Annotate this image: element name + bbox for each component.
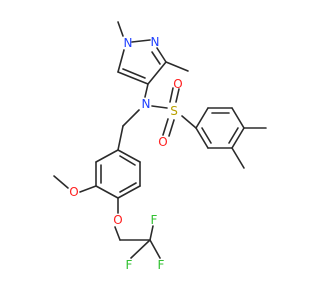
molecule-diagram: N N N S O O O O F F F xyxy=(53,21,267,272)
atom-s: S xyxy=(170,104,178,118)
bond-n1-methyl xyxy=(117,21,124,37)
atom-o-sulfonyl-bottom: O xyxy=(158,135,167,149)
atom-o-ether: O xyxy=(113,213,122,227)
atom-labels: N N N S O O O O F F F xyxy=(69,35,182,272)
bond-namine-ch2 xyxy=(122,109,140,127)
bond-namine-s xyxy=(151,105,168,109)
bond-ar2-3 xyxy=(95,185,119,199)
bond-ar2-4 xyxy=(117,185,141,199)
bond-ar1-d2 xyxy=(228,127,239,144)
bond-s-o-top-b xyxy=(175,88,180,103)
bond-cf3-f-right xyxy=(149,239,161,259)
bond-c4-c5 xyxy=(117,71,149,85)
atom-o-methoxy: O xyxy=(69,185,78,199)
bond-c5-n1 xyxy=(117,49,125,73)
bond-ar2-d3 xyxy=(119,155,136,166)
bond-ar2-d2 xyxy=(119,182,137,193)
atom-f-bottom-left: F xyxy=(126,258,133,272)
atom-f-bottom-right: F xyxy=(158,258,165,272)
bond-n2-c3 xyxy=(156,47,167,63)
bond-s-o-bottom-b xyxy=(168,119,175,137)
bond-c4-namine xyxy=(144,83,149,98)
structure-svg: N N N S O O O O F F F xyxy=(53,21,267,272)
bond-oether-ch2 xyxy=(114,226,121,241)
bond-ar1-1 xyxy=(195,107,209,129)
atom-n-pyrazole-2: N xyxy=(151,35,160,49)
bond-ar1-6 xyxy=(195,127,209,149)
atom-n-amine: N xyxy=(142,97,151,111)
bond-ch2-ar2 xyxy=(117,125,124,151)
bond-c4-c5-double xyxy=(122,68,146,79)
bond-n1-n2 xyxy=(131,39,151,43)
atom-n-pyrazole-1: N xyxy=(124,36,133,50)
bond-c3-methyl xyxy=(165,61,189,72)
bond-s-aryl xyxy=(181,115,197,129)
bond-ar1-3 xyxy=(231,107,245,129)
bond-s-o-top-a xyxy=(169,87,174,103)
bond-cf3-f-bottom xyxy=(130,239,151,259)
bonds xyxy=(53,21,267,259)
bond-n2-c3-double xyxy=(151,51,161,65)
atom-o-sulfonyl-top: O xyxy=(173,77,182,91)
bond-ar1-me3 xyxy=(231,147,245,169)
bond-ar2-1 xyxy=(95,149,119,163)
bond-ar2-ometh xyxy=(79,185,97,193)
atom-f-top: F xyxy=(151,213,158,227)
bond-ar2-6 xyxy=(117,149,141,163)
bond-cf3-f-top xyxy=(149,225,154,241)
bond-ar1-4 xyxy=(231,127,245,149)
bond-ometh-me xyxy=(53,175,69,189)
bond-c3-c4 xyxy=(147,61,167,85)
bond-ar1-d3 xyxy=(201,127,212,144)
bond-s-o-bottom-a xyxy=(162,118,169,136)
